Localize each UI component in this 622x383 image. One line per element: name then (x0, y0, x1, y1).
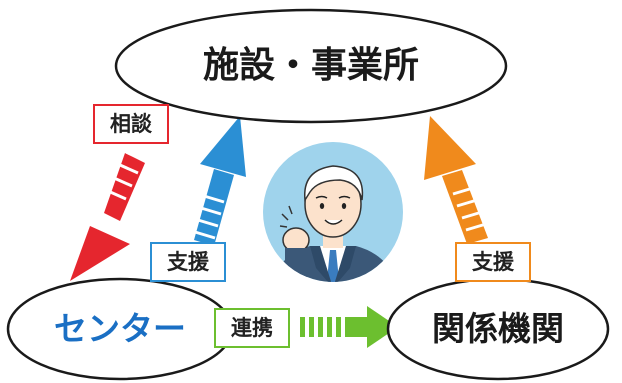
consult-tag: 相談 (93, 104, 169, 144)
collaborate-arrow (300, 306, 398, 348)
support-facility-tag: 支援 (150, 242, 226, 282)
agencies-label: 関係機関 (432, 309, 564, 348)
support-agencies-tag: 支援 (455, 242, 531, 282)
facility-label: 施設・事業所 (202, 45, 419, 86)
support-facility-arrow (194, 116, 246, 246)
facility-node (114, 8, 508, 124)
consult-arrow (70, 150, 145, 281)
collaborate-tag: 連携 (214, 308, 290, 348)
support-agencies-arrow (424, 116, 488, 244)
businessman-thumbs-up-icon (263, 142, 403, 282)
center-label: センター (54, 309, 186, 348)
